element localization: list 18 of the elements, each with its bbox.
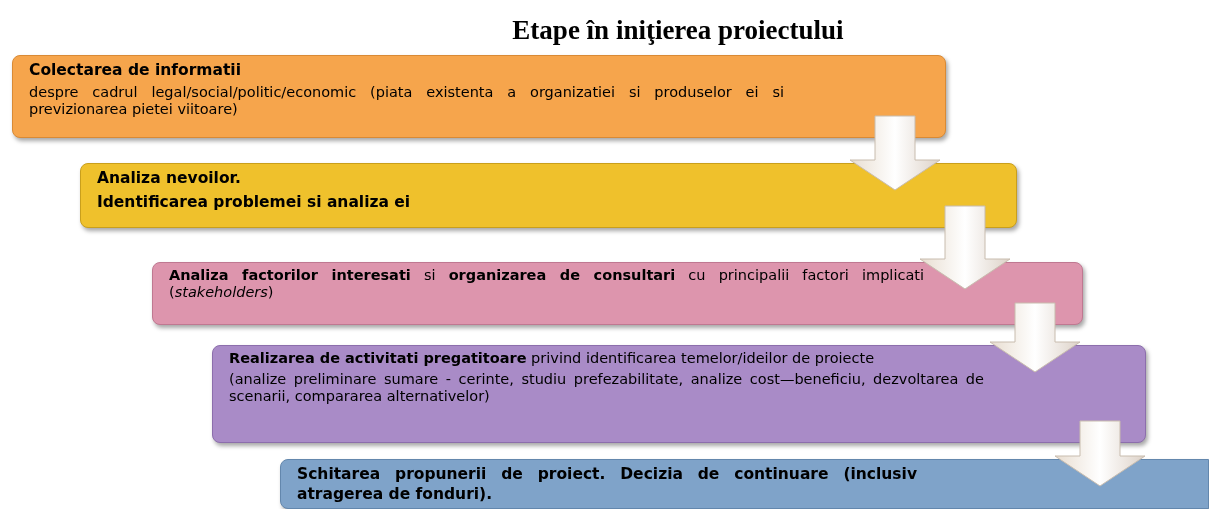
step-heading: Colectarea de informatii xyxy=(29,60,242,80)
block-arrow xyxy=(1054,420,1146,487)
step-heading: Analiza factorilor interesati si organizarea de consultari cu principalii factori implicati (stakeholders) xyxy=(169,267,924,301)
block-arrow xyxy=(849,115,941,191)
step-box xyxy=(80,163,1017,228)
step-description: (analize preliminare sumare - cerinte, studiu prefezabilitate, analize cost—beneficiu, dezvoltarea de scenarii, compararea alternativelor) xyxy=(229,371,984,405)
step-box xyxy=(152,262,1083,325)
step-heading: Realizarea de activitati pregatitoare privind identificarea temelor/ideilor de proiecte xyxy=(229,350,876,367)
step-heading: Schitarea propunerii de proiect. Decizia de continuare (inclusiv atragerea de fonduri). xyxy=(297,464,917,504)
diagram-title: Etape în iniţierea proiectului xyxy=(512,15,844,45)
step-box xyxy=(280,459,1209,509)
step-box xyxy=(212,345,1146,443)
block-arrow xyxy=(989,302,1081,373)
step-box xyxy=(12,55,946,138)
step-description: despre cadrul legal/social/politic/economic (piata existenta a organizatiei si produselor ei si previzionarea pietei viitoare) xyxy=(29,84,784,118)
step-description: Identificarea problemei si analiza ei xyxy=(97,192,412,212)
step-heading: Analiza nevoilor. xyxy=(97,168,242,188)
block-arrow xyxy=(919,205,1011,290)
